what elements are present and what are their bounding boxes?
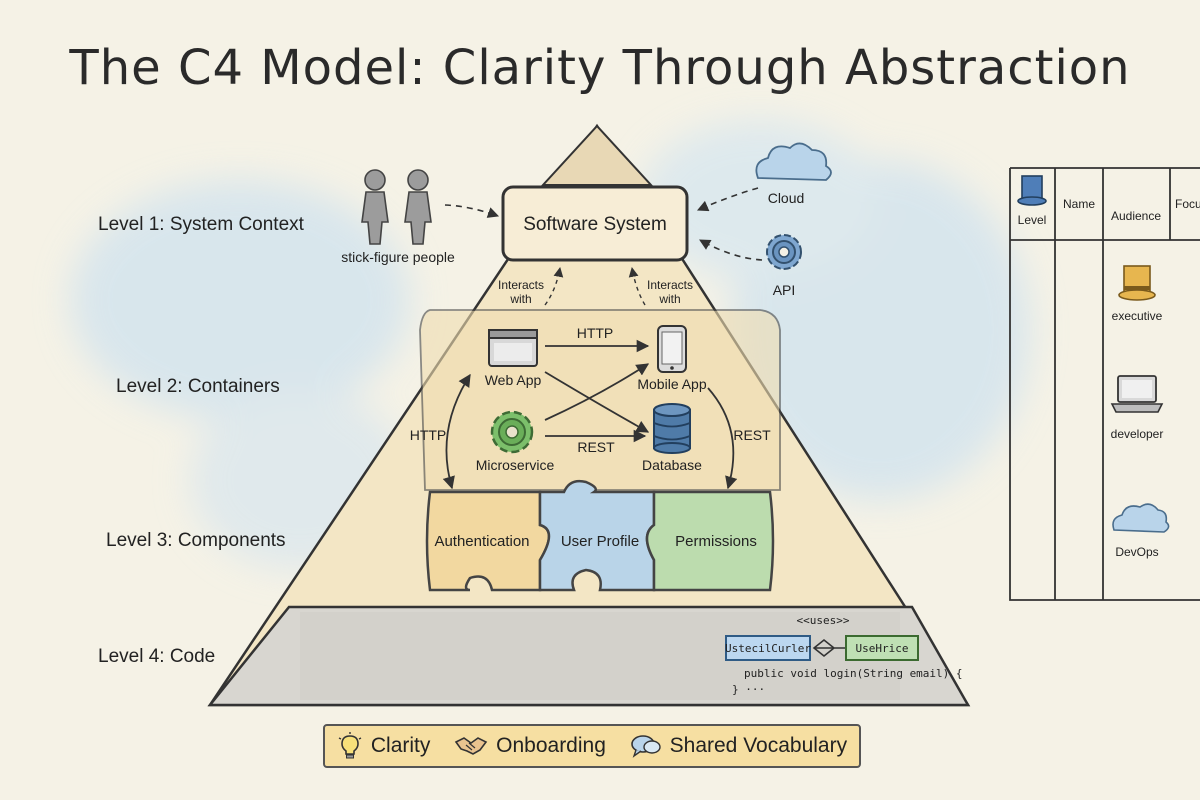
class-right-label: UseHrice <box>856 642 909 655</box>
uses-label: <<uses>> <box>797 614 850 627</box>
table-header-name: Name <box>1063 197 1095 211</box>
authentication-label: Authentication <box>434 533 529 550</box>
benefits-legend: Clarity Onboarding Shared Vocabulary <box>323 724 861 768</box>
laptop-icon <box>1110 375 1164 413</box>
interacts-right-line2: with <box>658 292 680 306</box>
interacts-left-line2: with <box>509 292 531 306</box>
people-label: stick-figure people <box>341 249 455 265</box>
legend-onboarding: Onboarding <box>454 734 606 758</box>
microservice-label: Microservice <box>476 457 555 473</box>
pyramid <box>207 123 971 707</box>
http-left-label: HTTP <box>410 427 447 443</box>
table-header-focus: Focu <box>1175 197 1200 211</box>
page-title: The C4 Model: Clarity Through Abstractio… <box>69 40 1131 96</box>
audience-executive: executive <box>1112 309 1163 323</box>
handshake-icon <box>454 737 488 755</box>
table-header-audience: Audience <box>1111 209 1161 223</box>
web-app-label: Web App <box>485 372 542 388</box>
software-system-label: Software System <box>523 214 667 235</box>
legend-clarity: Clarity <box>337 732 431 760</box>
user-profile-label: User Profile <box>561 533 639 550</box>
http-top-label: HTTP <box>577 325 614 341</box>
speech-bubble-icon <box>630 735 661 758</box>
permissions-piece <box>645 490 775 592</box>
permissions-label: Permissions <box>675 533 757 550</box>
cloud-label: Cloud <box>768 190 805 206</box>
interacts-left-line1: Interacts <box>498 278 544 292</box>
level-3-label: Level 3: Components <box>106 530 286 551</box>
gear-icon <box>766 234 802 270</box>
software-system-box: Software System <box>501 185 689 262</box>
lightbulb-icon <box>338 732 362 759</box>
mobile-app-label: Mobile App <box>637 376 706 392</box>
class-left-label: UstecilCurler <box>725 642 811 655</box>
level-1-label: Level 1: System Context <box>98 214 304 235</box>
database-label: Database <box>642 457 702 473</box>
code-line-2: } ··· <box>732 683 765 696</box>
audience-devops: DevOps <box>1115 545 1158 559</box>
components-puzzle: Authentication User Profile Permissions <box>425 479 775 592</box>
legend-onboarding-label: Onboarding <box>496 734 606 757</box>
microservice-gear-icon <box>490 410 534 454</box>
cloud-icon <box>755 142 832 181</box>
browser-window-icon <box>488 329 538 367</box>
legend-shared-vocabulary-label: Shared Vocabulary <box>669 734 848 757</box>
top-hat-icon <box>1017 175 1047 206</box>
interacts-right-line1: Interacts <box>647 278 693 292</box>
phone-icon <box>657 325 687 373</box>
api-label: API <box>773 282 796 298</box>
code-line-1: public void login(String email) { <box>744 667 963 680</box>
code-snippet: <<uses>> UstecilCurler UseHrice public v… <box>725 614 963 696</box>
executive-top-hat-icon <box>1118 265 1156 301</box>
table-header-level: Level <box>1018 213 1047 227</box>
database-icon <box>653 403 691 454</box>
legend-shared-vocabulary: Shared Vocabulary <box>630 733 847 759</box>
devops-cloud-icon <box>1112 503 1170 533</box>
stick-figure-icon <box>361 169 432 245</box>
level-2-label: Level 2: Containers <box>116 376 280 397</box>
rest-right-label: REST <box>733 427 771 443</box>
audience-table: Level Name Audience Focu executive devel… <box>1009 167 1200 601</box>
audience-developer: developer <box>1111 427 1164 441</box>
sky-wash <box>70 120 1030 570</box>
level-4-label: Level 4: Code <box>98 646 216 667</box>
legend-clarity-label: Clarity <box>370 734 431 757</box>
rest-mid-label: REST <box>577 439 615 455</box>
